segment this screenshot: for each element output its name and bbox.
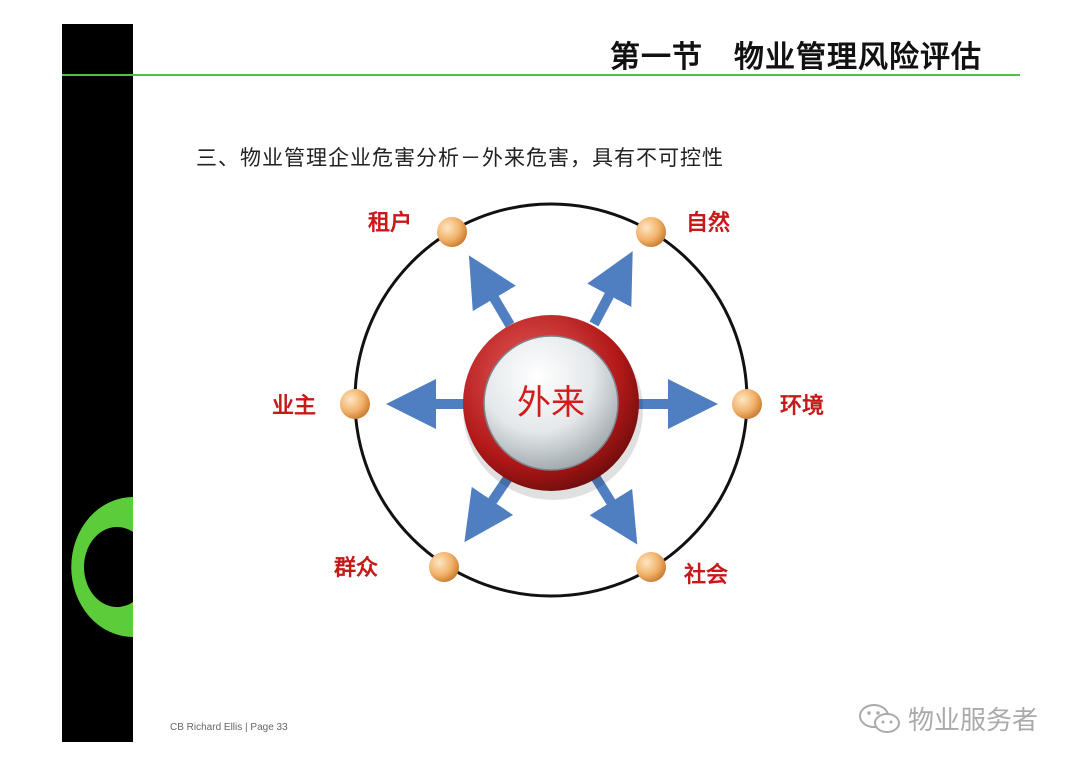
slide-subtitle: 三、物业管理企业危害分析－外来危害，具有不可控性 [196, 146, 724, 170]
node-owner [340, 389, 370, 419]
label-owner: 业主 [272, 394, 316, 419]
center-label: 外来 [517, 383, 585, 423]
slide-footer: CB Richard Ellis | Page 33 [170, 722, 288, 733]
watermark-text: 物业服务者 [908, 706, 1039, 736]
arrow-to-nature [587, 251, 633, 327]
node-nature [636, 217, 666, 247]
label-society: 社会 [684, 562, 728, 588]
node-public [429, 552, 459, 582]
arrows-group [386, 251, 718, 545]
node-society [636, 552, 666, 582]
label-tenant: 租户 [368, 210, 412, 236]
arrow-to-society [589, 475, 638, 545]
slide-title: 第一节 物业管理风险评估 [610, 40, 982, 75]
label-environment: 环境 [780, 393, 824, 419]
label-public: 群众 [334, 555, 378, 581]
center-silver-button [483, 335, 619, 471]
nodes-group [340, 217, 762, 582]
node-tenant [437, 217, 467, 247]
center-hub: 外来 [463, 315, 643, 500]
arrow-to-tenant [468, 255, 516, 328]
label-nature: 自然 [686, 210, 730, 236]
node-environment [732, 389, 762, 419]
green-ring-decoration [71, 497, 133, 637]
title-divider [62, 74, 1020, 76]
wechat-icon [859, 703, 900, 733]
watermark: 物业服务者 [858, 700, 1038, 737]
arrow-to-public [464, 475, 514, 543]
